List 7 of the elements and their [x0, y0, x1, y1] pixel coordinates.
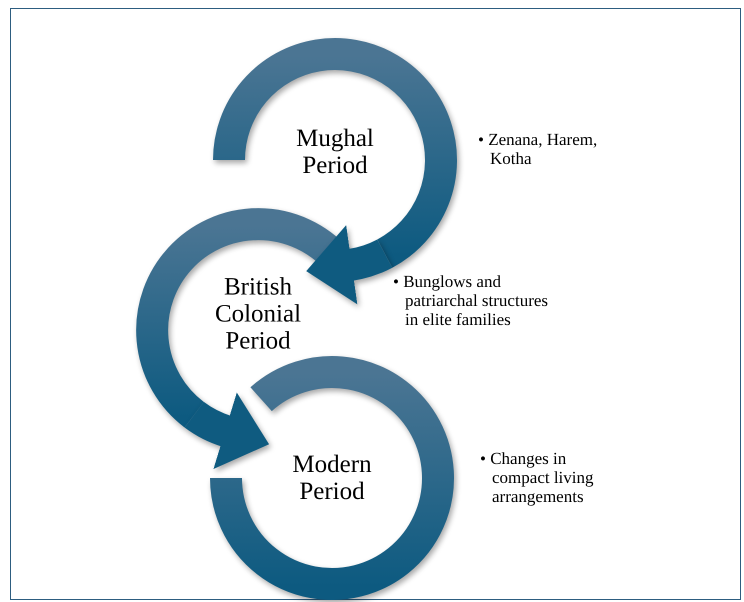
stage-label: Mughal Period: [295, 125, 375, 179]
bullet-note: • Changes in compact living arrangements: [480, 449, 595, 506]
curved-arrow: [306, 225, 392, 304]
stage-label: Modern Period: [291, 451, 373, 505]
bullet-note: • Zenana, Harem, Kotha: [478, 130, 598, 168]
bullet-note: • Bunglows and patriarchal structures in elite families: [393, 272, 550, 329]
stage-label: British Colonial Period: [214, 274, 302, 354]
